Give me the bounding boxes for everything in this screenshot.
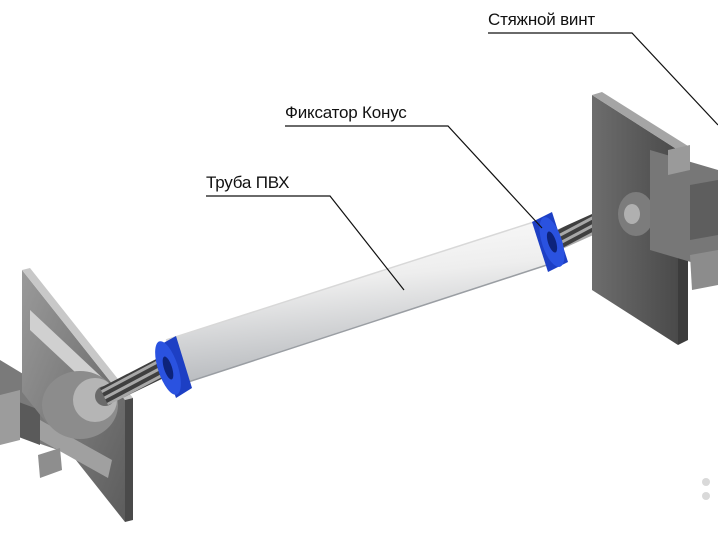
- label-cone-fixer: Фиксатор Конус: [285, 103, 407, 122]
- leader-pvc-pipe: [206, 195, 405, 291]
- right-wing-tab: [668, 145, 690, 175]
- cone-left-hole: [162, 356, 174, 380]
- pipe-top-edge: [165, 219, 541, 341]
- leader-lines: [206, 32, 718, 291]
- right-nut-body: [650, 150, 718, 270]
- left-plate-edge-side: [125, 398, 133, 522]
- right-wing-tab: [690, 250, 718, 290]
- left-plate-edge-top: [22, 268, 133, 400]
- label-pvc-pipe: Труба ПВХ: [206, 173, 290, 192]
- left-wing-tab: [38, 448, 62, 478]
- pipe-body: [166, 220, 556, 384]
- right-hub-cone: [624, 204, 640, 224]
- pvc-pipe: [165, 219, 559, 385]
- cone-fixer-left: [155, 336, 192, 398]
- right-nut-shadow: [690, 180, 718, 240]
- pipe-bottom-edge: [181, 261, 557, 385]
- label-tie-screw: Стяжной винт: [488, 10, 596, 29]
- right-plate-edge-top: [592, 92, 688, 150]
- watermark-mark: [702, 478, 710, 500]
- leader-tie-screw: [488, 32, 718, 126]
- rod-left-segment: [100, 356, 172, 405]
- leader-cone-fixer: [285, 125, 543, 229]
- left-wing-tab: [0, 390, 20, 445]
- right-anchor-plate: [592, 92, 718, 345]
- cone-right-hole: [546, 231, 558, 253]
- left-plate-rib: [40, 420, 112, 478]
